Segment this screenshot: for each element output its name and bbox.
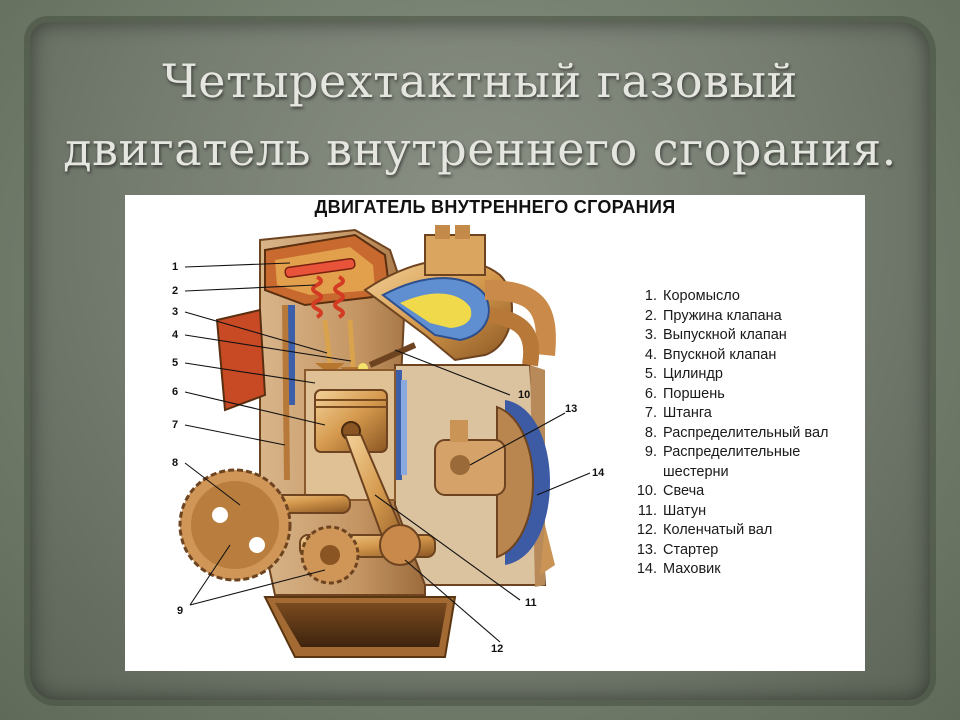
callout-10: 10	[518, 389, 531, 401]
slide-title-line-2: двигатель внутреннего сгорания.	[63, 122, 897, 176]
timing-gear-small	[300, 525, 360, 585]
callout-5: 5	[172, 357, 179, 369]
legend-item: 1.Коромысло	[644, 288, 740, 304]
engine-figure: ДВИГАТЕЛЬ ВНУТРЕННЕГО СГОРАНИЯ	[125, 195, 865, 671]
rocker-arm	[284, 257, 356, 279]
valve-spring	[311, 275, 345, 319]
timing-gear-large	[178, 468, 292, 582]
legend-item: 13.Стартер	[636, 541, 719, 558]
callout-2: 2	[172, 285, 179, 297]
flywheel	[496, 400, 555, 575]
legend-item: 6.Поршень	[644, 385, 725, 402]
legend-item: 7.Штанга	[644, 405, 712, 421]
callout-11: 11	[525, 597, 537, 609]
legend-item: 11.Шатун	[637, 502, 707, 519]
legend-item: 5.Цилиндр	[644, 366, 723, 382]
exhaust-pipes	[424, 225, 556, 367]
callout-13: 13	[565, 403, 578, 415]
legend-item: 2.Пружина клапана	[644, 307, 782, 324]
slide-title-line-1: Четырехтактный газовый	[162, 54, 798, 108]
legend-item: 10.Свеча	[636, 483, 705, 499]
legend-item: 8.Распределительный вал	[644, 424, 829, 441]
pushrod	[282, 304, 290, 481]
legend-item: 4.Впускной клапан	[644, 346, 777, 363]
callout-8: 8	[172, 457, 179, 469]
cooling-jacket	[285, 305, 407, 480]
engine-cutaway-illustration	[178, 225, 591, 658]
callout-14: 14	[592, 467, 605, 479]
callout-lines	[184, 262, 591, 643]
starter-motor	[434, 420, 506, 496]
callout-6: 6	[172, 386, 179, 398]
legend-item: 9.Распределительные шестерни	[644, 444, 801, 480]
callout-3: 3	[172, 306, 179, 318]
oil-pan	[263, 596, 457, 658]
legend-item: 3.Выпускной клапан	[644, 327, 787, 343]
legend-item: 12.Коленчатый вал	[636, 522, 773, 538]
callout-7: 7	[172, 419, 179, 431]
exhaust-valve	[315, 319, 345, 369]
callout-12: 12	[491, 643, 504, 655]
piston	[314, 389, 388, 453]
callout-1: 1	[172, 261, 179, 273]
callout-9: 9	[177, 605, 184, 617]
legend-item: 14.Маховик	[636, 561, 721, 577]
figure-heading: ДВИГАТЕЛЬ ВНУТРЕННЕГО СГОРАНИЯ	[314, 197, 676, 217]
callout-4: 4	[172, 329, 179, 341]
parts-legend: 1.Коромысло 2.Пружина клапана 3.Выпускно…	[632, 287, 860, 580]
